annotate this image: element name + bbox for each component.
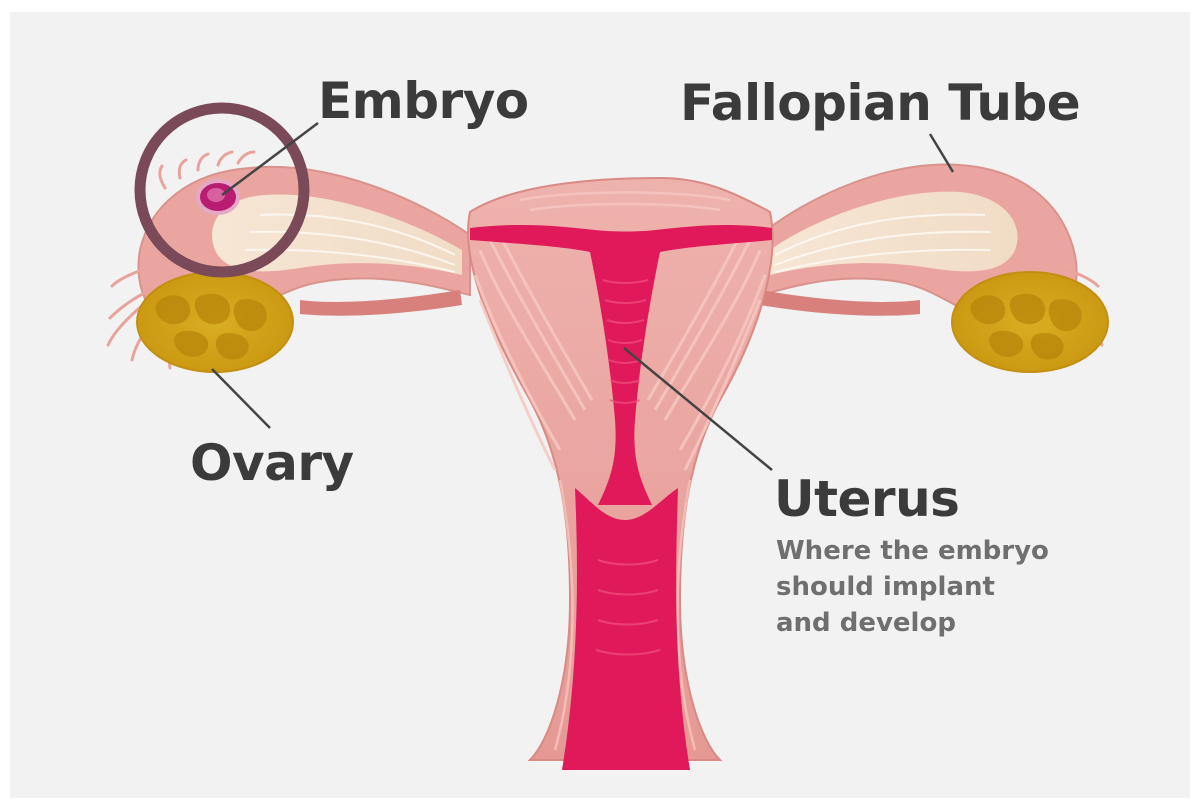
ovary-label: Ovary (190, 438, 354, 488)
embryo-label: Embryo (318, 76, 529, 126)
uterus-description-line: Where the embryo (776, 533, 1049, 569)
fallopian-tube-label: Fallopian Tube (680, 78, 1080, 128)
uterus-description: Where the embryo should implant and deve… (776, 533, 1049, 641)
left-ovary (137, 272, 293, 372)
embryo-marker (198, 181, 238, 213)
uterus-description-line: and develop (776, 605, 1049, 641)
uterus-description-line: should implant (776, 569, 1049, 605)
ovary-leader-line (212, 369, 270, 428)
uterus-label: Uterus (774, 474, 959, 524)
right-ovary (952, 272, 1108, 372)
